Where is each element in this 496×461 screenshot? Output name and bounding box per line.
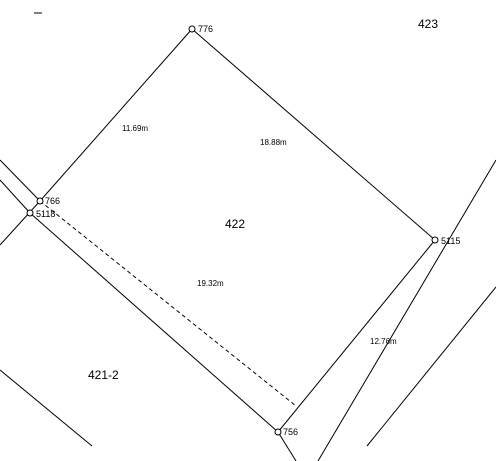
parcel-label-main: 422 — [225, 217, 245, 231]
road-line-east-1 — [317, 159, 496, 461]
distance-label-4: 12.76m — [370, 337, 397, 346]
boundary-southwest — [0, 369, 93, 447]
boundary-766-dashed — [39, 200, 297, 407]
distance-label-2: 18.88m — [260, 138, 287, 147]
road-line-diagonal — [29, 212, 279, 433]
road-line-east-2 — [366, 286, 496, 447]
road-line-upper — [0, 159, 41, 202]
point-label-766: 766 — [45, 196, 60, 206]
road-line-lower — [0, 179, 31, 214]
parcel-label-north-east: 423 — [418, 17, 438, 31]
boundary-776-766 — [39, 28, 193, 202]
parcel-label-south-west: 421-2 — [88, 368, 119, 382]
point-label-5115: 5115 — [441, 236, 460, 246]
point-label-776: 776 — [198, 24, 213, 34]
survey-point-5115 — [431, 236, 439, 244]
distance-label-3: 19.32m — [197, 279, 224, 288]
boundary-west — [0, 200, 41, 246]
boundary-776-5115 — [191, 28, 436, 241]
survey-point-776 — [188, 25, 196, 33]
point-label-756: 756 — [283, 427, 298, 437]
boundary-south — [277, 431, 297, 461]
survey-point-766 — [36, 197, 44, 205]
distance-label-1: 11.69m — [122, 124, 148, 133]
point-label-5118: 5118 — [36, 209, 55, 219]
survey-point-5118 — [26, 209, 34, 217]
survey-point-756 — [274, 428, 282, 436]
boundary-5115-756 — [277, 239, 436, 433]
